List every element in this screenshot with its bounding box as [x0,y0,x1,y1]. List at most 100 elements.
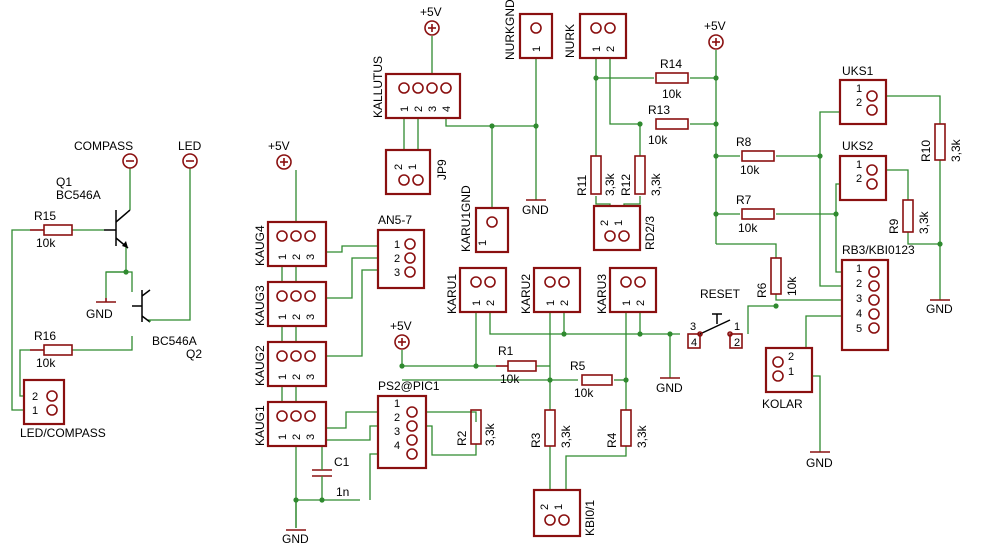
svg-text:2: 2 [32,391,38,403]
wire-r6-reset [775,294,872,301]
gnd-nurk-label: GND [522,203,549,217]
svg-text:1: 1 [277,374,289,380]
r8-name: R8 [736,135,752,149]
svg-text:2: 2 [413,106,425,112]
karu2-label: KARU2 [519,274,533,314]
svg-text:1: 1 [277,314,289,320]
nurkgnd-label: NURKGND [503,0,517,60]
connector-rb3-kbi0123: 1 2 3 4 5 RB3/KBI0123 [840,243,915,352]
reset-switch: RESET 3 4 1 2 [687,287,743,349]
r2-value: 3,3k [483,422,497,446]
connector-rd2-3: 2 1 RD2/3 [592,204,657,252]
kaug1-label: KAUG1 [253,405,267,446]
wire-r4-kbi [565,446,627,490]
svg-text:2: 2 [559,300,571,306]
svg-text:3: 3 [305,254,317,260]
svg-text:4: 4 [394,440,400,452]
svg-text:2: 2 [291,314,303,320]
svg-text:1: 1 [394,398,400,410]
svg-text:2: 2 [485,300,497,306]
r11-name: R11 [575,175,589,196]
gnd-kaug-symbol: GND [282,500,309,546]
connector-nurkgnd: 1 NURKGND [503,0,554,60]
c1-value: 1n [336,485,349,499]
r6-value: 10k [785,276,799,296]
svg-text:2: 2 [291,434,303,440]
ps2-pic1-label: PS2@PIC1 [378,379,440,393]
wire-r16-left [19,349,30,397]
gnd-kolar-label: GND [806,456,833,470]
vcc-ps2-symbol: +5V [390,319,412,350]
r13-name: R13 [648,103,670,117]
uks1-label: UKS1 [842,64,874,78]
svg-text:2: 2 [635,300,647,306]
svg-text:1: 1 [856,263,862,275]
gnd-kolar-symbol: GND [806,451,833,470]
r8-value: 10k [740,163,760,177]
r7-value: 10k [738,221,758,235]
vcc-kaug-symbol: +5V [268,139,292,170]
gnd-r10-symbol: GND [926,299,953,316]
resistor-r16: R16 10k [30,329,73,370]
karu1gnd-label: KARU1GND [459,185,473,252]
connector-kaug4: 1 2 3 KAUG4 [253,220,328,268]
r5-value: 10k [574,386,594,400]
svg-text:1: 1 [399,106,411,112]
svg-text:3: 3 [427,106,439,112]
svg-text:1: 1 [621,300,633,306]
kaug4-label: KAUG4 [253,225,267,266]
connector-uks1: 1 2 UKS1 [838,64,888,126]
q1-name: Q1 [56,175,72,189]
svg-text:3: 3 [305,314,317,320]
connector-nurk: 1 2 NURK [563,12,628,60]
q2-name: Q2 [186,347,202,361]
svg-text:2: 2 [856,173,862,185]
reset-label: RESET [700,287,741,301]
uks2-label: UKS2 [842,139,874,153]
karu1-label: KARU1 [445,274,459,314]
svg-text:1: 1 [856,159,862,171]
svg-text:1: 1 [734,321,740,333]
svg-text:1: 1 [477,240,489,246]
svg-text:2: 2 [856,97,862,109]
kaug2-label: KAUG2 [253,345,267,386]
resistor-r15: R15 10k [30,209,73,250]
r11-value: 3,3k [603,172,617,196]
wire-kaug2-an [310,269,380,357]
resistor-r14: R14 10k [655,57,689,101]
capacitor-c1: C1 1n [312,455,350,499]
r2-name: R2 [455,430,469,446]
resistor-r9: R9 3,3k [887,199,931,234]
led-terminal: LED [178,139,202,169]
connector-karu3: 1 2 KARU3 [595,266,658,314]
svg-text:1: 1 [471,300,483,306]
wire-uks1-r10 [872,95,941,124]
resistor-r1: R1 10k [496,344,537,386]
r1-name: R1 [498,344,514,358]
connector-kaug2: 1 2 3 KAUG2 [253,340,328,388]
wire-kaug1-ps2 [310,411,380,429]
svg-text:1: 1 [32,405,38,417]
connector-kallutus: 1 2 3 4 KALLUTUS [371,56,462,120]
r14-name: R14 [660,57,682,71]
svg-text:1: 1 [613,220,625,226]
wire-ps2-r2b [426,425,477,456]
c1-name: C1 [334,455,350,469]
svg-text:3: 3 [305,434,317,440]
wire-rail-r6 [716,243,777,258]
r9-value: 3,3k [917,210,931,234]
wire-ps2-r2 [426,411,477,422]
svg-text:1: 1 [394,239,400,251]
svg-text:4: 4 [691,337,697,349]
nurk-label: NURK [563,24,577,58]
resistor-r3: R3 3,3k [529,409,573,448]
q2-value: BC546A [152,334,197,348]
connector-kaug3: 1 2 3 KAUG3 [253,280,328,328]
wire-r16-right [72,336,133,351]
svg-text:1: 1 [856,83,862,95]
r14-value: 10k [662,87,682,101]
r9-name: R9 [887,218,901,234]
svg-text:4: 4 [441,106,453,112]
resistor-r13: R13 10k [648,103,689,147]
